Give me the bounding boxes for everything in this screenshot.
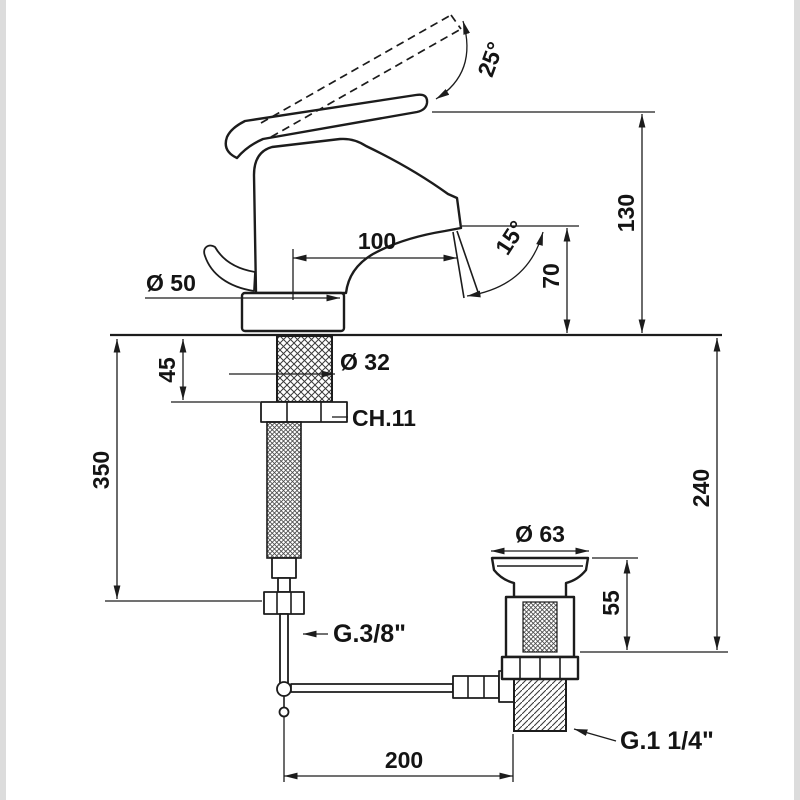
dim-nut-size: CH.11	[332, 405, 416, 431]
dim-hose-350: 350	[88, 339, 262, 602]
waste-body-grid	[522, 601, 558, 653]
stream-arc	[466, 231, 544, 298]
label-outlet-70: 70	[538, 263, 564, 289]
dim-reach-100: 100	[292, 228, 457, 300]
rod-ball-joint	[276, 681, 292, 697]
dim-base-diameter: Ø 50	[145, 270, 340, 302]
handle-lever	[224, 93, 429, 160]
mounting-nut	[260, 401, 348, 423]
dim-shank-45: 45	[154, 339, 260, 403]
dim-centre-200: 200	[283, 717, 514, 782]
label-height-130: 130	[613, 194, 639, 232]
image-border-right	[794, 0, 800, 800]
dim-height-130: 130	[432, 111, 655, 333]
dim-depth-240: 240	[580, 338, 728, 653]
rod-clamp-nut	[452, 675, 500, 699]
faucet-body-and-spout	[252, 137, 463, 295]
label-waste-thread: G.1 1/4"	[620, 727, 714, 755]
faucet	[203, 93, 463, 333]
popup-linkage	[276, 670, 515, 718]
swing-arc	[435, 20, 471, 100]
supply-hose	[263, 421, 305, 685]
label-shank-45: 45	[154, 357, 180, 383]
label-base-diameter: Ø 50	[146, 270, 196, 296]
popup-pull-rod	[279, 613, 289, 685]
popup-lever-knob	[203, 244, 256, 292]
hose-collar	[271, 557, 297, 579]
label-waste-diameter: Ø 63	[515, 521, 565, 547]
braided-hose	[266, 421, 302, 559]
waste-tailpiece	[513, 678, 567, 732]
waste-flange	[490, 556, 590, 599]
stream-angle: 15°	[452, 216, 544, 299]
dim-outlet-70: 70	[462, 225, 579, 333]
dim-waste-55: 55	[592, 557, 638, 650]
threaded-shank	[276, 335, 333, 403]
label-depth-240: 240	[688, 469, 714, 507]
label-hose-350: 350	[88, 451, 114, 489]
label-supply-thread: G.3/8"	[333, 620, 406, 648]
dim-supply-thread: G.3/8"	[303, 620, 406, 648]
dim-hole-diameter: Ø 32	[229, 349, 390, 378]
waste-assembly	[490, 556, 590, 732]
mounting-shank	[260, 335, 348, 423]
dim-waste-thread: G.1 1/4"	[573, 727, 714, 755]
label-centre-200: 200	[385, 747, 423, 773]
label-handle-angle: 25°	[472, 38, 508, 80]
label-stream-angle: 15°	[490, 216, 531, 259]
image-border-left	[0, 0, 6, 800]
label-hole-diameter: Ø 32	[340, 349, 390, 375]
hose-end-nut	[263, 591, 305, 615]
label-nut-size: CH.11	[352, 405, 416, 431]
horizontal-rod	[290, 683, 454, 693]
label-waste-55: 55	[598, 590, 624, 616]
dim-waste-diameter: Ø 63	[491, 521, 589, 555]
label-reach-100: 100	[358, 228, 396, 254]
